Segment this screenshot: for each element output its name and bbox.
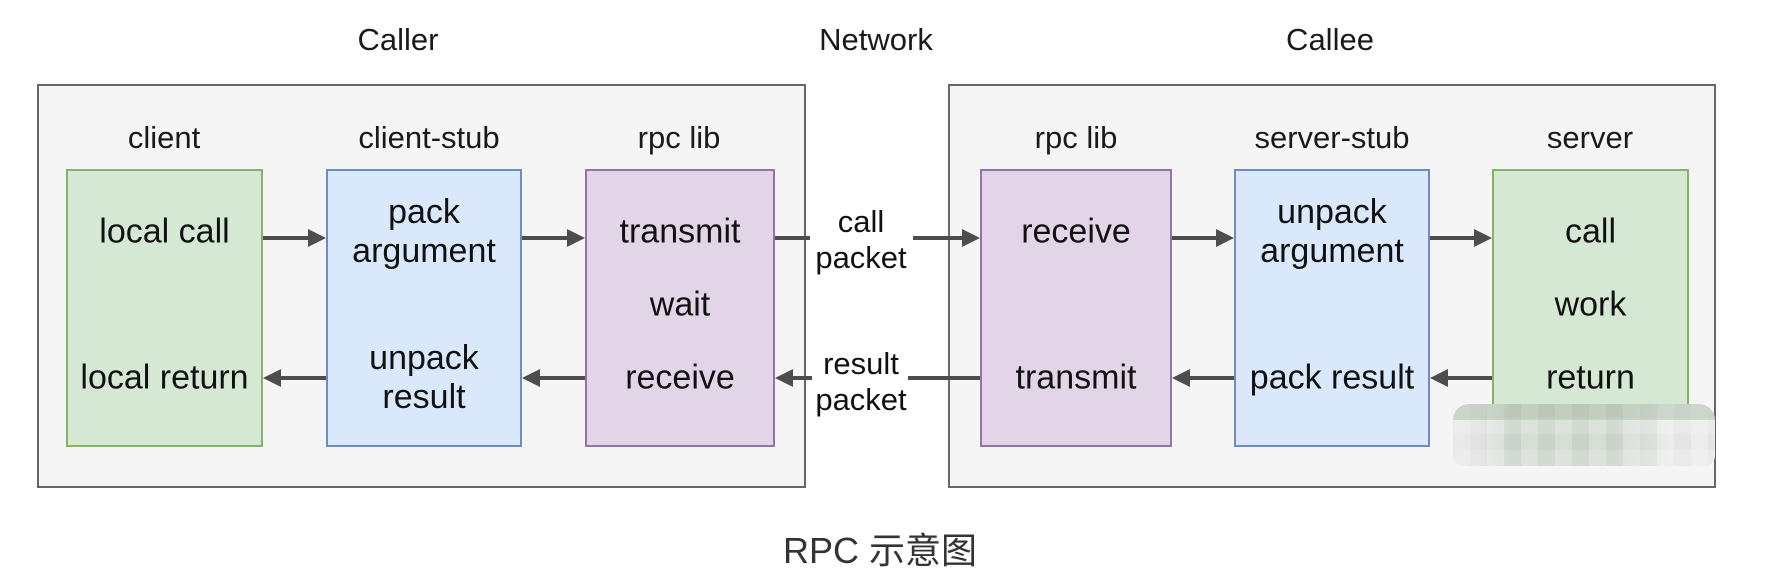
result-packet-line2: packet (815, 382, 907, 417)
column-header-client: client (127, 120, 201, 155)
call-packet-line1: call (837, 204, 885, 239)
transmit-text-caller: transmit (619, 212, 741, 251)
watermark-mosaic (1453, 404, 1715, 466)
arrow-head-localcall-to-pack (308, 229, 326, 247)
arrow-line-pack-to-transmit (522, 236, 568, 240)
receive-text-caller: receive (625, 358, 735, 397)
arrow-head-network-to-receive-caller (775, 369, 793, 387)
transmit-text-callee: transmit (1015, 358, 1137, 397)
unpack-result-text: unpack result (369, 339, 479, 416)
unpack-argument-text: unpack argument (1260, 193, 1404, 270)
arrow-line-network-to-receive (913, 236, 963, 240)
arrow-head-return-to-packresult (1430, 369, 1448, 387)
arrow-head-packresult-to-transmit (1172, 369, 1190, 387)
arrow-line-receive-to-unpack (1172, 236, 1217, 240)
call-text: call (1564, 212, 1617, 251)
arrow-line-receive-to-unpackresult (540, 376, 585, 380)
line-transmit-to-network (775, 236, 810, 240)
diagram-caption: RPC 示意图 (782, 530, 978, 571)
arrow-line-network-to-receive-caller (793, 376, 812, 380)
server-stub-box: unpack argument pack result (1234, 169, 1430, 447)
arrow-line-unpackresult-to-return (281, 376, 326, 380)
arrow-line-packresult-to-transmit (1190, 376, 1234, 380)
column-header-client-stub: client-stub (358, 120, 500, 155)
local-call-text: local call (99, 212, 230, 251)
arrow-head-receive-to-unpack (1216, 229, 1234, 247)
call-packet-line2: packet (815, 240, 907, 275)
callee-group-label: Callee (1286, 22, 1374, 57)
column-header-server: server (1546, 120, 1634, 155)
result-packet-label: result packet (786, 346, 936, 418)
return-text: return (1546, 358, 1635, 397)
rpc-lib-box-caller: transmit wait receive (585, 169, 775, 447)
arrow-line-return-to-packresult (1448, 376, 1492, 380)
column-header-rpc-lib-caller: rpc lib (637, 120, 721, 155)
call-packet-label: call packet (786, 204, 936, 276)
wait-text: wait (649, 285, 711, 324)
local-return-text: local return (80, 358, 249, 397)
rpc-lib-box-callee: receive transmit (980, 169, 1172, 447)
client-stub-box: pack argument unpack result (326, 169, 522, 447)
column-header-server-stub: server-stub (1254, 120, 1410, 155)
line-transmit-callee-to-network (908, 376, 980, 380)
arrow-line-unpack-to-call (1430, 236, 1475, 240)
receive-text-callee: receive (1021, 212, 1131, 251)
work-text: work (1554, 285, 1627, 324)
caller-group-label: Caller (357, 22, 439, 57)
arrow-head-receive-to-unpackresult (522, 369, 540, 387)
client-box: local call local return (66, 169, 263, 447)
arrow-line-localcall-to-pack (263, 236, 310, 240)
arrow-head-network-to-receive (962, 229, 980, 247)
pack-argument-text: pack argument (352, 193, 496, 270)
arrow-head-pack-to-transmit (567, 229, 585, 247)
arrow-head-unpackresult-to-return (263, 369, 281, 387)
pack-result-text: pack result (1249, 358, 1415, 397)
arrow-head-unpack-to-call (1474, 229, 1492, 247)
network-label: Network (819, 22, 933, 57)
column-header-rpc-lib-callee: rpc lib (1034, 120, 1118, 155)
result-packet-line1: result (823, 346, 899, 381)
